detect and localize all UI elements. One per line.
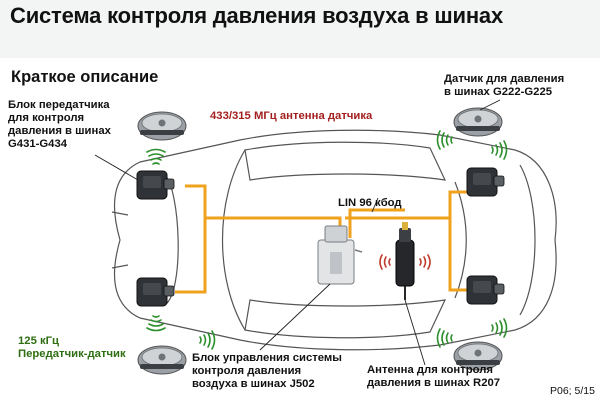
lin-bus-label: LIN 96 кбод xyxy=(338,197,402,209)
tire-pressure-sensor-icon xyxy=(137,345,187,375)
tire-pressure-sensor-icon xyxy=(453,107,503,137)
label-line: Блок управления системы xyxy=(192,352,342,364)
tire-pressure-sensor-icon xyxy=(137,111,187,141)
label-line: контроля давления xyxy=(192,365,302,377)
leader-lines xyxy=(94,99,501,366)
label-line: Передатчик-датчик xyxy=(18,348,126,360)
antenna-unit-label: Антенна для контроля давления в шинах R2… xyxy=(367,364,500,390)
lin-wiring xyxy=(175,184,468,294)
label-line: давления в шинах R207 xyxy=(367,377,501,389)
pressure-sensor-label: Датчик для давления в шинах G222-G225 xyxy=(444,73,564,99)
transmitter-unit-icon xyxy=(466,167,505,197)
signal-wave-icon xyxy=(436,130,453,150)
signal-wave-icon xyxy=(419,254,431,270)
label-line: Антенна для контроля xyxy=(367,364,493,376)
label-line: Блок передатчика xyxy=(8,99,110,111)
antenna-r207-icon xyxy=(395,222,415,300)
label-line: G431-G434 xyxy=(8,138,68,150)
title-bar xyxy=(0,0,600,58)
signal-wave-icon xyxy=(379,254,391,270)
transmitter-frequency-label: 125 кГц Передатчик-датчик xyxy=(18,335,126,361)
label-line: воздуха в шинах J502 xyxy=(192,378,315,390)
page-number: P06; 5/15 xyxy=(550,385,595,397)
section-subtitle: Краткое описание xyxy=(11,68,159,86)
label-line: Датчик для давления xyxy=(444,73,565,85)
label-line: для контроля xyxy=(8,112,85,124)
control-unit-j502-icon xyxy=(317,225,363,285)
transmitter-unit-icon xyxy=(136,170,175,200)
label-line: давления в шинах xyxy=(8,125,111,137)
control-unit-label: Блок управления системы контроля давлени… xyxy=(192,352,342,391)
transmitter-unit-icon xyxy=(466,275,505,305)
label-line: 125 кГц xyxy=(18,335,59,347)
transmitter-unit-label: Блок передатчика для контроля давления в… xyxy=(8,99,111,151)
label-line: в шинах G222-G225 xyxy=(444,86,553,98)
sensor-antenna-label: 433/315 МГц антенна датчика xyxy=(210,110,373,122)
car-outline xyxy=(111,129,557,351)
page-title: Система контроля давления воздуха в шина… xyxy=(10,3,503,28)
signal-wave-icon xyxy=(491,140,508,160)
